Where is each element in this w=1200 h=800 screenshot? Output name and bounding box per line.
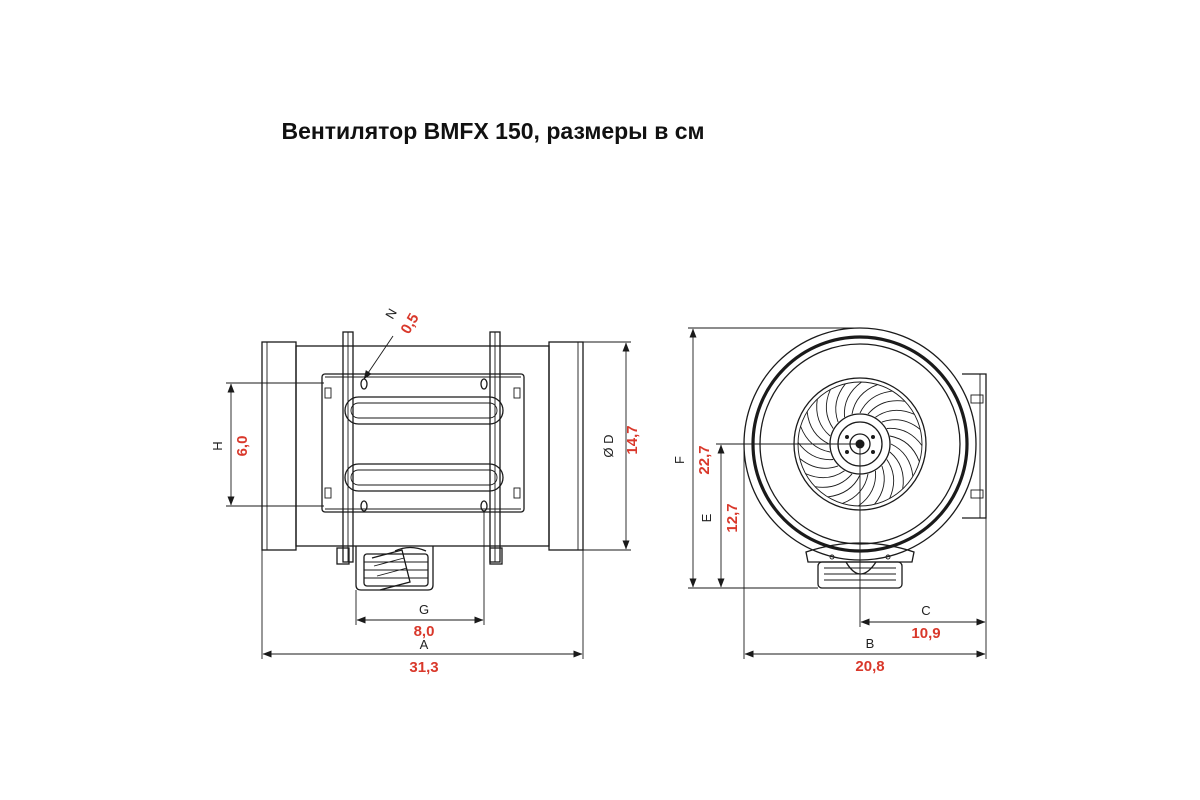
impeller-blade [886, 459, 895, 499]
dimension-letter-e: E [699, 513, 714, 522]
impeller-blade [886, 427, 923, 446]
impeller-blade [816, 398, 831, 437]
impeller-blade [797, 442, 834, 461]
impeller-blade [805, 470, 845, 479]
terminal-box [355, 546, 434, 591]
impeller-blade [889, 435, 920, 462]
mounting-plate [321, 373, 525, 513]
clamp-foot [489, 547, 503, 565]
side-box [962, 373, 987, 519]
front-view [743, 327, 987, 589]
impeller-blade [806, 411, 830, 445]
impeller-blade [890, 443, 914, 477]
mounting-hole [360, 378, 368, 390]
dimension-value-f: 22,7 [696, 445, 713, 474]
dimension-leader-n [363, 335, 394, 380]
dimension-letter-d: Ø D [601, 434, 616, 457]
dimension-value-c: 10,9 [911, 625, 940, 642]
page-title: Вентилятор BMFX 150, размеры в см [281, 118, 705, 144]
dimension-value-e: 12,7 [724, 503, 741, 532]
dimension-value-b: 20,8 [855, 658, 884, 675]
impeller-blade [859, 390, 893, 414]
dimension-value-n: 0,5 [398, 310, 423, 337]
impeller-blade [851, 384, 878, 415]
dimension-letter-a: A [420, 637, 429, 652]
impeller-blade [800, 426, 831, 453]
impeller-blade [843, 381, 862, 418]
dimension-value-g: 8,0 [414, 623, 435, 640]
clamp-foot [336, 547, 350, 565]
dimension-value-a: 31,3 [409, 659, 438, 676]
dimension-value-d: 14,7 [624, 425, 641, 454]
dimension-letter-g: G [419, 602, 429, 617]
impeller-blade [889, 451, 904, 490]
side-view [261, 331, 584, 591]
impeller-blade [825, 389, 834, 429]
impeller-blade [874, 465, 885, 505]
fan-body [295, 345, 550, 547]
front-dimensions: F 22,7 E 12,7 C 10,9 B 20,8 [672, 327, 987, 675]
mounting-hole [480, 378, 488, 390]
mounting-hole [360, 500, 368, 512]
impeller-blade [842, 473, 869, 504]
lower-slot [344, 463, 504, 492]
dimension-letter-f: F [672, 456, 687, 464]
dimension-letter-b: B [866, 636, 875, 651]
impeller-blade [867, 400, 906, 415]
impeller-blade [835, 383, 846, 423]
impeller-blade [858, 470, 877, 507]
plate-screws [324, 387, 521, 499]
impeller-blade [827, 474, 861, 498]
impeller-blade [875, 409, 915, 418]
mounting-hole [480, 500, 488, 512]
dimension-letter-n: N [382, 306, 400, 322]
impeller-blade [814, 473, 853, 488]
impeller-blade [881, 419, 921, 430]
impeller-blade [799, 458, 839, 469]
dimension-letter-h: H [210, 441, 225, 450]
dimension-letter-c: C [921, 603, 930, 618]
upper-slot [344, 396, 504, 425]
dimension-value-h: 6,0 [234, 436, 251, 457]
